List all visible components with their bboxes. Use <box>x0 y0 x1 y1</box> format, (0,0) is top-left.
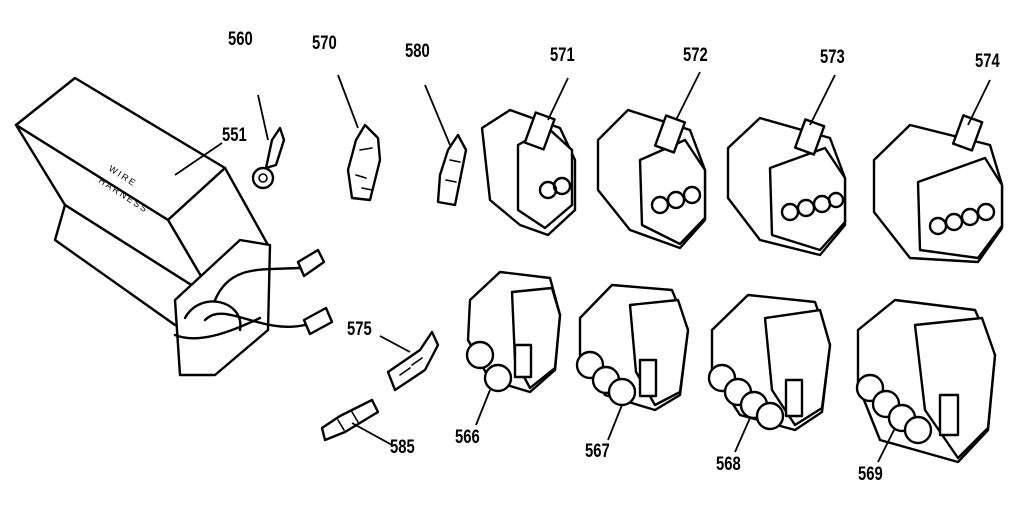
label-567: 567 <box>585 441 610 462</box>
connector-572 <box>596 71 707 250</box>
label-569: 569 <box>858 464 883 485</box>
connector-573 <box>726 74 847 257</box>
ring-terminal-560 <box>251 94 286 190</box>
label-574: 574 <box>975 51 1000 72</box>
label-585: 585 <box>390 437 415 458</box>
label-570: 570 <box>312 33 337 54</box>
terminal-570 <box>337 74 382 202</box>
connector-574 <box>872 79 1004 264</box>
label-573: 573 <box>820 47 845 68</box>
terminal-580 <box>424 84 468 207</box>
label-575: 575 <box>347 319 372 340</box>
connector-566 <box>465 270 562 426</box>
terminal-575 <box>379 330 440 392</box>
label-580: 580 <box>405 41 430 62</box>
wire-harness-box: WIRE HARNESS <box>14 76 334 377</box>
label-560: 560 <box>228 29 253 50</box>
label-568: 568 <box>716 454 741 475</box>
connector-567 <box>575 283 690 441</box>
label-571: 571 <box>550 45 575 66</box>
label-566: 566 <box>455 427 480 448</box>
label-572: 572 <box>683 45 708 66</box>
connector-569 <box>855 298 997 464</box>
connector-571 <box>480 77 577 237</box>
label-551: 551 <box>222 125 247 146</box>
terminal-585 <box>320 398 393 446</box>
connector-568 <box>707 293 832 453</box>
